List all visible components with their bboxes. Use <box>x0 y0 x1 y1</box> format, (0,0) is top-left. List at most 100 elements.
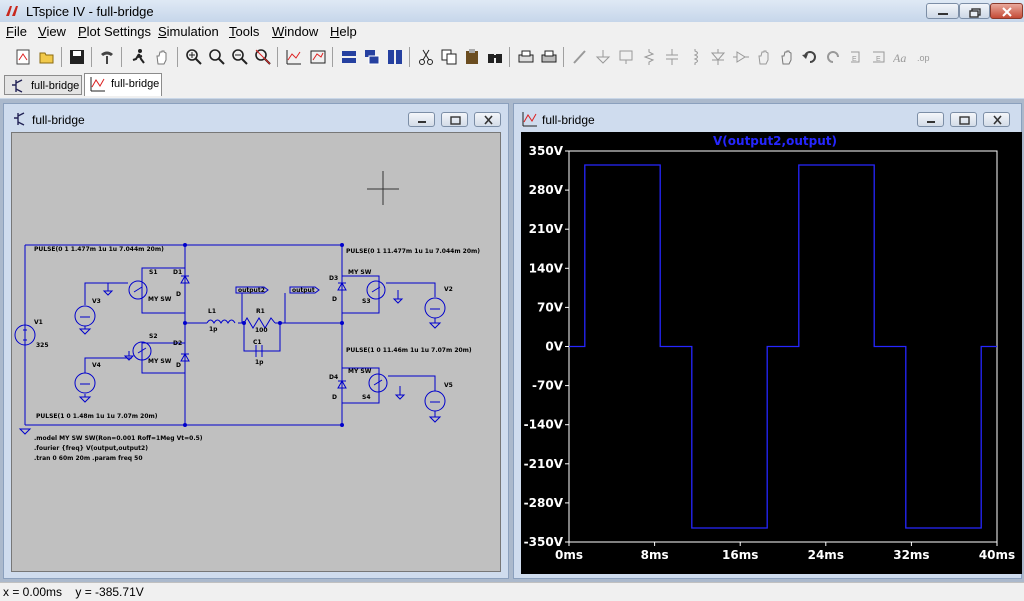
menu-simulation[interactable]: Simulation <box>158 24 219 39</box>
spice-directive-icon[interactable]: .op <box>916 48 934 66</box>
net-label-output: output <box>292 287 315 294</box>
minimize-button[interactable] <box>926 3 959 19</box>
series-line-v-output2-output <box>569 164 997 529</box>
waveform-minimize-button[interactable] <box>917 112 944 127</box>
menu-file[interactable]: File <box>6 24 27 39</box>
waveform-close-button[interactable] <box>983 112 1010 127</box>
ground-icon[interactable] <box>594 48 612 66</box>
new-schematic-icon[interactable] <box>14 48 32 66</box>
l1-value: 1p <box>209 326 218 333</box>
print-preview-icon[interactable] <box>517 48 535 66</box>
status-bar: x = 0.00ms y = -385.71V <box>0 582 1024 601</box>
menu-tools[interactable]: Tools <box>229 24 260 39</box>
save-icon[interactable] <box>68 48 86 66</box>
tile-horizontal-icon[interactable] <box>340 48 358 66</box>
schematic-canvas[interactable]: PULSE(0 1 1.477m 1u 1u 7.044m 20m) PULSE… <box>11 132 501 572</box>
circuit-drawing: PULSE(0 1 1.477m 1u 1u 7.044m 20m) PULSE… <box>14 171 480 462</box>
tab-waveform[interactable]: full-bridge <box>84 73 162 96</box>
schematic-maximize-button[interactable] <box>441 112 468 127</box>
print-icon[interactable] <box>540 48 558 66</box>
paste-icon[interactable] <box>463 48 481 66</box>
c1-value: 1p <box>255 359 264 366</box>
pulse-label-s3: PULSE(0 1 11.477m 1u 1u 7.044m 20m) <box>346 248 480 255</box>
text-icon[interactable]: Aa <box>893 48 911 66</box>
zoom-full-icon[interactable] <box>254 48 272 66</box>
redo-icon[interactable] <box>824 48 842 66</box>
directive-model: .model MY SW SW(Ron=0.001 Roff=1Meg Vt=0… <box>34 435 203 442</box>
schematic-close-button[interactable] <box>474 112 501 127</box>
y-tick-label: 210V <box>529 222 564 236</box>
move-hand-icon[interactable] <box>755 48 773 66</box>
schematic-minimize-button[interactable] <box>408 112 435 127</box>
menu-bar: File View Plot Settings Simulation Tools… <box>0 22 1024 42</box>
x-tick-label: 16ms <box>722 548 758 562</box>
cut-icon[interactable] <box>417 48 435 66</box>
toolbar-separator <box>563 47 564 67</box>
tile-vertical-icon[interactable] <box>386 48 404 66</box>
s2-label: S2 <box>149 333 158 340</box>
diode-icon[interactable] <box>709 48 727 66</box>
resistor-icon[interactable] <box>640 48 658 66</box>
pulse-label-s2: PULSE(1 0 1.48m 1u 1u 7.07m 20m) <box>36 413 158 420</box>
title-bar: LTspice IV - full-bridge <box>0 0 1024 22</box>
zoom-pan-icon[interactable] <box>208 48 226 66</box>
toolbar-separator <box>277 47 278 67</box>
directive-tran: .tran 0 60m 20m .param freq 50 <box>34 455 143 462</box>
restore-button[interactable] <box>959 3 990 19</box>
d1-label: D1 <box>173 269 182 276</box>
manual-limits-icon[interactable] <box>309 48 327 66</box>
waveform-icon <box>90 77 105 92</box>
autorange-icon[interactable] <box>285 48 303 66</box>
svg-text:E: E <box>852 56 857 63</box>
drag-hand-icon[interactable] <box>778 48 796 66</box>
capacitor-icon[interactable] <box>663 48 681 66</box>
schematic-icon <box>12 79 23 93</box>
d3-label: D3 <box>329 275 338 282</box>
trace-label[interactable]: V(output2,output) <box>713 134 837 148</box>
schematic-window: full-bridge <box>3 103 509 579</box>
s1-model: MY SW <box>148 296 172 303</box>
r1-label: R1 <box>256 308 265 315</box>
toolbar-separator <box>332 47 333 67</box>
r1-value: 100 <box>255 327 268 334</box>
close-button[interactable] <box>990 3 1023 19</box>
menu-help[interactable]: Help <box>330 24 357 39</box>
y-tick-label: 0V <box>545 340 563 354</box>
pulse-label-s1: PULSE(0 1 1.477m 1u 1u 7.044m 20m) <box>34 246 164 253</box>
tab-schematic[interactable]: full-bridge <box>4 75 82 95</box>
find-binoculars-icon[interactable] <box>486 48 504 66</box>
rotate-icon[interactable]: E <box>847 48 865 66</box>
wire-icon[interactable] <box>571 48 589 66</box>
waveform-chart: V(output2,output) 350V280V210V140V70V0V-… <box>524 134 1016 562</box>
waveform-maximize-button[interactable] <box>950 112 977 127</box>
v1-name: V1 <box>34 319 43 326</box>
zoom-in-icon[interactable] <box>185 48 203 66</box>
run-icon[interactable] <box>130 48 148 66</box>
halt-hand-icon[interactable] <box>153 48 171 66</box>
open-folder-icon[interactable] <box>38 48 56 66</box>
y-tick-label: 70V <box>537 300 564 314</box>
inductor-icon[interactable] <box>686 48 704 66</box>
mirror-icon[interactable]: E <box>870 48 888 66</box>
copy-icon[interactable] <box>440 48 458 66</box>
schematic-icon <box>14 112 25 126</box>
zoom-out-icon[interactable] <box>231 48 249 66</box>
x-tick-label: 40ms <box>979 548 1015 562</box>
component-icon[interactable] <box>732 48 750 66</box>
control-panel-icon[interactable] <box>98 48 116 66</box>
y-tick-label: 280V <box>529 183 564 197</box>
maximize-icon <box>450 116 461 125</box>
undo-icon[interactable] <box>801 48 819 66</box>
v2-label: V2 <box>444 286 453 293</box>
label-net-icon[interactable] <box>617 48 635 66</box>
toolbar-separator <box>91 47 92 67</box>
x-tick-label: 24ms <box>808 548 844 562</box>
menu-plot-settings[interactable]: Plot Settings <box>78 24 151 39</box>
y-tick-label: -210V <box>524 457 564 471</box>
y-tick-label: -70V <box>532 379 564 393</box>
menu-window[interactable]: Window <box>272 24 319 39</box>
cascade-icon[interactable] <box>363 48 381 66</box>
menu-view[interactable]: View <box>38 24 66 39</box>
svg-text:Aa: Aa <box>893 51 906 65</box>
